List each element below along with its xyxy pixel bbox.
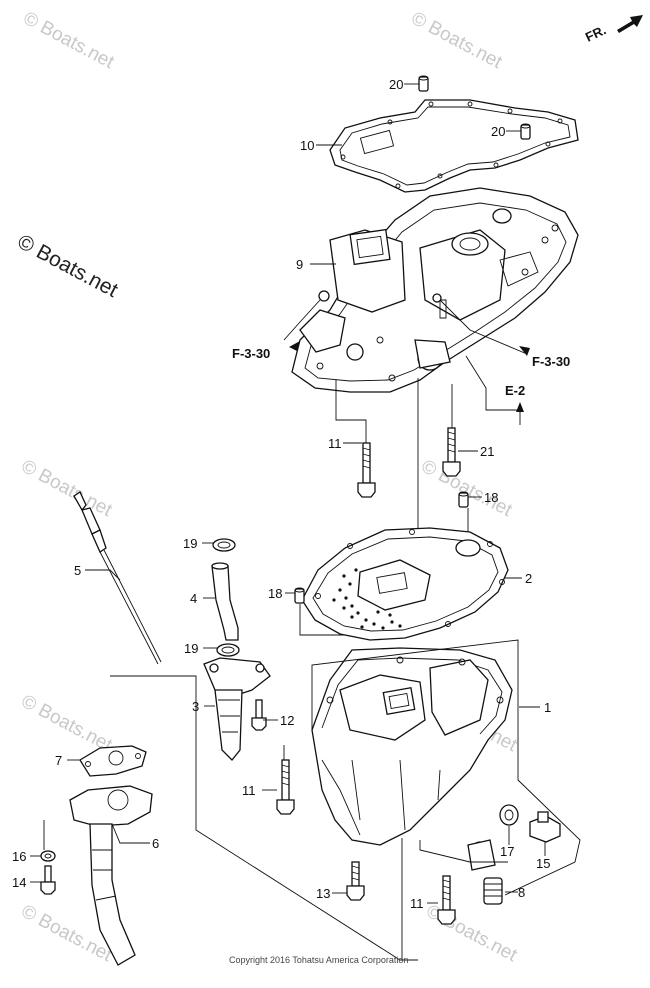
callout-11-lower: 11 [410,896,424,911]
watermark-tile: © Boats.net [20,8,118,74]
callout-4: 4 [190,591,197,606]
watermark-tile: © Boats.net [408,8,506,74]
up-arrow-icon [516,402,524,412]
callout-6: 6 [152,836,159,851]
callout-21: 21 [480,444,494,459]
front-direction-indicator: FR. [583,15,643,45]
leader-lines [30,83,581,961]
bolt-11-upper [357,442,376,498]
reference-e2: E-2 [505,383,525,398]
reference-arrow-icon [289,341,300,351]
callout-18a: 18 [484,490,498,505]
bolt-12 [251,699,267,731]
front-direction-label: FR. [583,22,608,44]
gasket-2 [301,527,509,641]
callout-11-middle: 11 [242,783,256,798]
gasket-7 [79,745,147,777]
callout-16: 16 [12,849,26,864]
oil-pipe-4 [211,562,239,641]
callout-13: 13 [316,886,330,901]
oil-pan-1 [311,647,513,871]
callout-19b: 19 [184,641,198,656]
reference-arrow-icon [519,346,530,356]
dipstick-5 [73,491,162,665]
dowel-pin-20a [418,75,429,92]
callout-14: 14 [12,875,26,890]
callout-2: 2 [525,571,532,586]
callout-20a: 20 [389,77,403,92]
reference-f330-right: F-3-30 [532,354,570,369]
bolt-14 [40,865,56,895]
washer-17 [499,804,519,826]
bolt-21 [442,427,461,477]
callout-17: 17 [500,844,514,859]
callout-1: 1 [544,700,551,715]
callout-19a: 19 [183,536,197,551]
bolt-11-lower [437,875,456,925]
washer-16 [40,850,56,862]
callout-12: 12 [280,713,294,728]
callout-5: 5 [74,563,81,578]
callout-10: 10 [300,138,314,153]
copyright-notice: Copyright 2016 Tohatsu America Corporati… [229,955,408,965]
dowel-pin-18b [294,587,305,604]
oil-tube-6 [69,785,153,966]
front-arrow-icon [617,15,643,33]
callout-20b: 20 [491,124,505,139]
o-ring-19b [216,643,240,657]
bolt-13 [346,861,365,901]
callout-3: 3 [192,699,199,714]
o-ring-19a [212,538,236,552]
watermark-tile: © Boats.net [418,456,516,522]
reference-labels: F-3-30 F-3-30 E-2 [232,341,570,412]
callout-18b: 18 [268,586,282,601]
reference-f330-left: F-3-30 [232,346,270,361]
dowel-pin-18a [458,491,469,508]
watermark-tile: © Boats.net [18,691,116,757]
watermark-primary: © Boats.net [14,230,122,302]
grommet-8 [483,877,503,905]
callout-11-upper: 11 [328,436,342,451]
callout-labels: 20 20 10 9 11 21 18 2 18 19 4 19 5 3 12 … [12,77,551,911]
callout-7: 7 [55,753,62,768]
drain-plug-15 [529,811,561,843]
watermark-tile: © Boats.net [18,456,116,522]
engine-holder-9 [291,187,579,393]
callout-15: 15 [536,856,550,871]
callout-9: 9 [296,257,303,272]
oil-strainer-3 [203,657,271,761]
dowel-pin-20b [520,123,531,140]
gasket-10 [329,99,579,193]
callout-8: 8 [518,885,525,900]
bolt-11-middle [276,759,295,815]
